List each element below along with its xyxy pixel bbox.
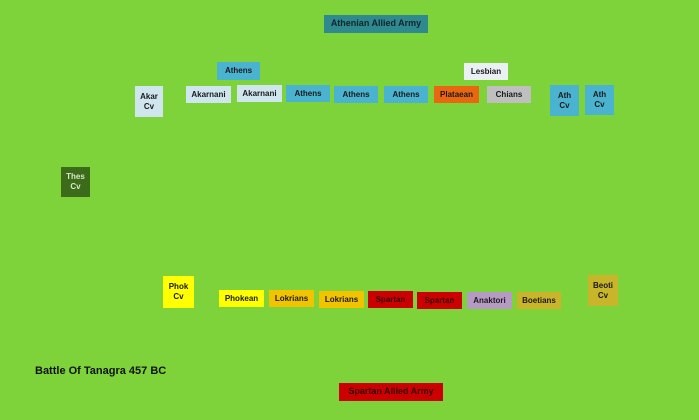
unit-spartan-2: Spartan [417, 292, 462, 309]
map-title: Battle Of Tanagra 457 BC [35, 365, 167, 377]
unit-plataean: Plataean [434, 86, 479, 103]
unit-athens-reserve: Athens [217, 62, 260, 80]
unit-akarnani-1: Akarnani [186, 86, 231, 103]
unit-athens-3: Athens [384, 86, 428, 103]
unit-phok-cavalry: Phok Cv [163, 276, 194, 308]
spartan-army-banner: Spartan Allied Army [339, 383, 443, 401]
unit-ath-cavalry-1: Ath Cv [550, 85, 579, 116]
unit-chians: Chians [487, 86, 531, 103]
athenian-army-banner: Athenian Allied Army [324, 15, 428, 33]
unit-lokrians-1: Lokrians [269, 290, 314, 307]
unit-anaktori: Anaktori [467, 292, 512, 309]
unit-thes-cavalry: Thes Cv [61, 167, 90, 197]
unit-akar-cavalry: Akar Cv [135, 86, 163, 117]
unit-ath-cavalry-2: Ath Cv [585, 85, 614, 115]
unit-beoti-cavalry: Beoti Cv [588, 275, 618, 306]
unit-lesbian: Lesbian [464, 63, 508, 80]
unit-lokrians-2: Lokrians [319, 291, 364, 308]
unit-spartan-1: Spartan [368, 291, 413, 308]
unit-athens-1: Athens [286, 85, 330, 102]
unit-athens-2: Athens [334, 86, 378, 103]
unit-phokean: Phokean [219, 290, 264, 307]
unit-boetians: Boetians [517, 292, 561, 309]
unit-akarnani-2: Akarnani [237, 85, 282, 102]
